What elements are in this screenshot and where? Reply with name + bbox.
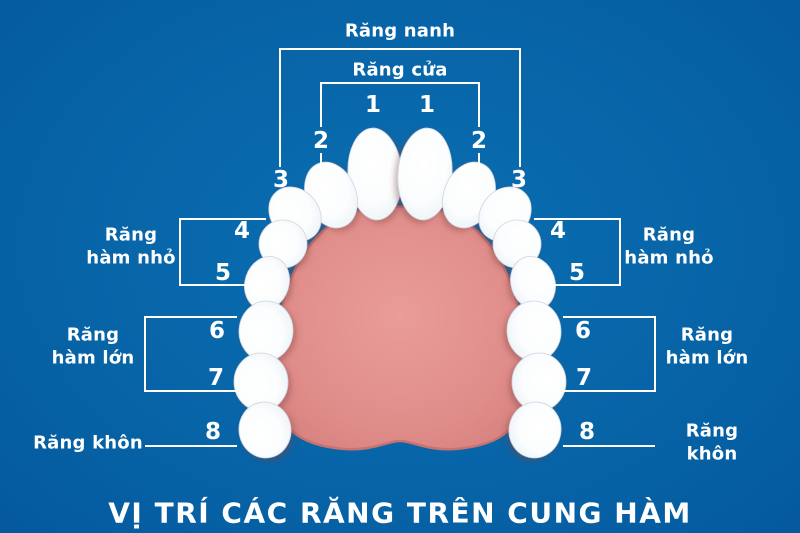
tooth-number-5-left: 5	[214, 260, 232, 286]
teeth-upper-right	[397, 127, 567, 459]
bracket-canine	[279, 48, 521, 167]
bracket-premolar-left	[179, 218, 266, 286]
tooth-number-6-right: 6	[574, 318, 592, 344]
bracket-premolar-right	[534, 218, 621, 286]
tooth-number-3-left: 3	[272, 167, 290, 193]
tooth-number-7-right: 7	[575, 365, 593, 391]
bracket-molar-right	[563, 316, 656, 392]
label-incisor: Răng cửa	[352, 59, 448, 81]
tooth-number-1-right: 1	[418, 92, 436, 118]
tooth-number-6-left: 6	[208, 318, 226, 344]
tooth-number-2-right: 2	[470, 128, 488, 154]
label-wisdom-right: Răng khôn	[685, 420, 739, 465]
tooth-number-7-left: 7	[207, 365, 225, 391]
bracket-incisor	[320, 82, 480, 127]
tooth-number-8-left: 8	[204, 419, 222, 445]
tooth-number-5-right: 5	[568, 260, 586, 286]
tooth-number-2-left: 2	[312, 128, 330, 154]
teeth-upper-left	[233, 127, 403, 459]
label-molar-left: Răng hàm lớn	[51, 324, 135, 369]
label-canine: Răng nanh	[344, 20, 456, 42]
tooth-number-3-right: 3	[510, 167, 528, 193]
label-premolar-right: Răng hàm nhỏ	[624, 224, 714, 269]
label-premolar-left: Răng hàm nhỏ	[86, 224, 176, 269]
bracket-molar-left	[144, 316, 237, 392]
tooth-number-1-left: 1	[364, 92, 382, 118]
palate	[272, 205, 528, 451]
label-wisdom-left: Răng khôn	[33, 432, 143, 454]
label-molar-right: Răng hàm lớn	[665, 324, 749, 369]
tooth-number-4-right: 4	[549, 218, 567, 244]
page-title: VỊ TRÍ CÁC RĂNG TRÊN CUNG HÀM	[108, 496, 692, 530]
tooth-number-4-left: 4	[233, 218, 251, 244]
tooth-right-8-wisdom	[508, 401, 562, 459]
tooth-number-8-right: 8	[578, 419, 596, 445]
tooth-left-8-wisdom	[238, 401, 292, 459]
